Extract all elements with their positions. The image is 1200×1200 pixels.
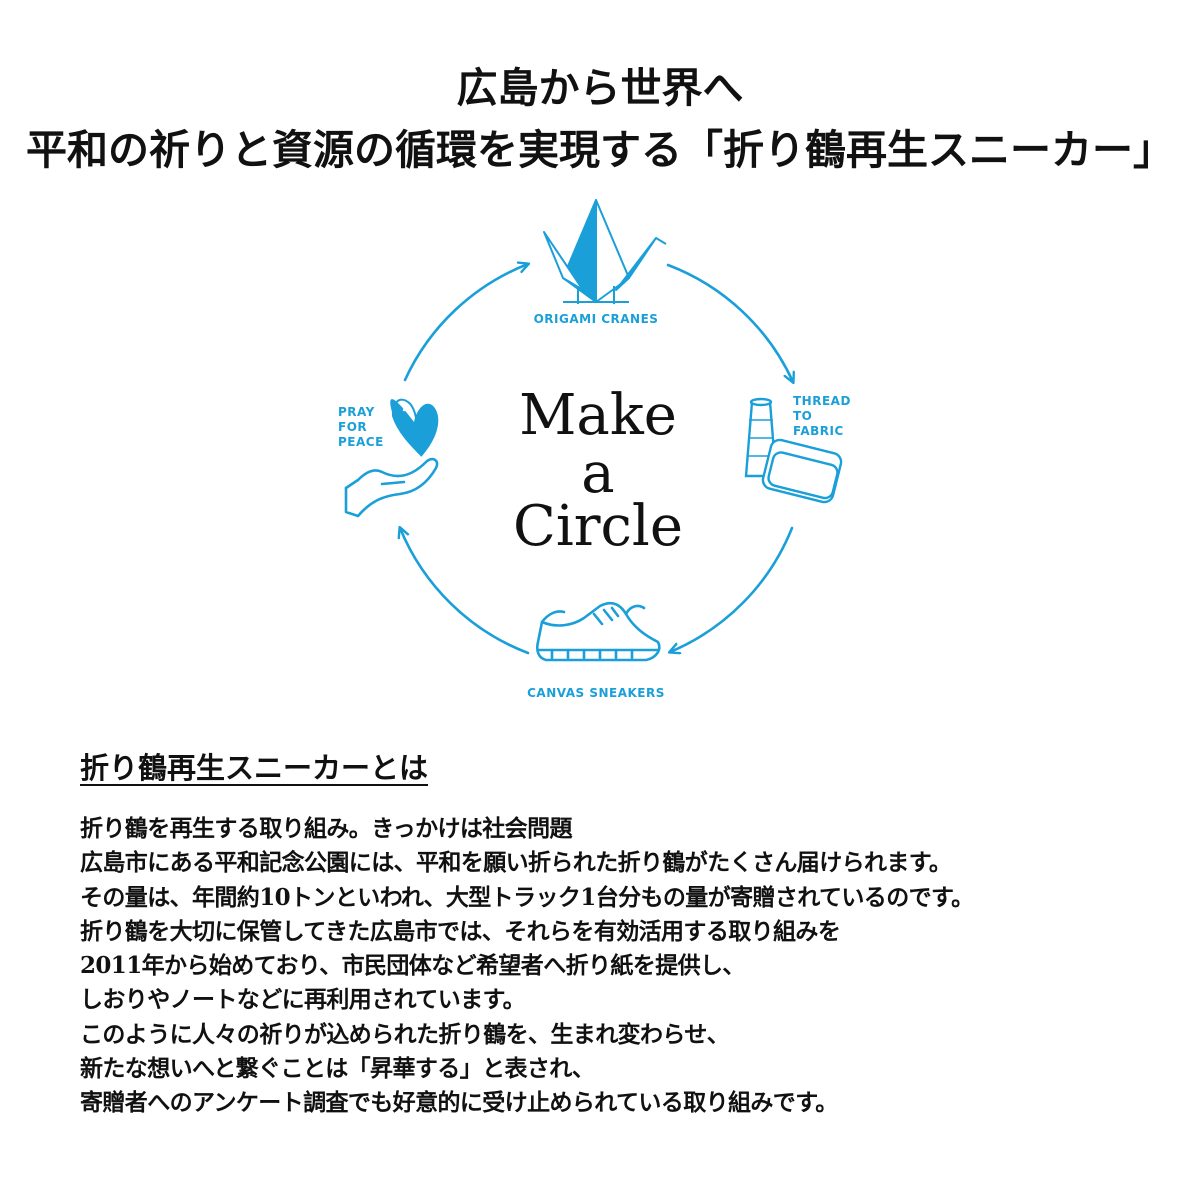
- arrow-thread-to-sneakers: [670, 526, 794, 652]
- arrow-cranes-to-thread: [666, 263, 793, 382]
- label-canvas-sneakers: CANVAS SNEAKERS: [527, 686, 665, 700]
- body-line: 折り鶴を大切に保管してきた広島市では、それらを有効活用する取り組みを: [80, 917, 841, 945]
- label-peace-line-3: PEACE: [338, 435, 384, 449]
- body-text: 折り鶴を再生する取り組み。きっかけは社会問題 広島市にある平和記念公園には、平和…: [80, 812, 1160, 1121]
- sneaker-icon: [535, 601, 661, 662]
- label-thread-line-3: FABRIC: [793, 424, 844, 438]
- body-line: 寄贈者へのアンケート調査でも好意的に受け止められている取り組みです。: [80, 1089, 838, 1117]
- hand-icon: [344, 457, 439, 518]
- label-thread-line-2: TO: [793, 409, 812, 423]
- body-line: 2011年から始めており、市民団体など希望者へ折り紙を提供し、: [80, 952, 745, 980]
- center-word-make: Make: [519, 383, 677, 448]
- label-peace-line-2: FOR: [338, 420, 367, 434]
- headline-line-2: 平和の祈りと資源の循環を実現する「折り鶴再生スニーカー」: [26, 126, 1174, 174]
- label-thread-line-1: THREAD: [793, 394, 851, 408]
- arrow-peace-to-cranes: [403, 264, 528, 382]
- heart-icon: [390, 398, 439, 457]
- body-line: 広島市にある平和記念公園には、平和を願い折られた折り鶴がたくさん届けられます。: [80, 849, 952, 877]
- body-line: しおりやノートなどに再利用されています。: [80, 986, 526, 1014]
- section-heading: 折り鶴再生スニーカーとは: [80, 751, 429, 785]
- label-peace-line-1: PRAY: [338, 405, 375, 419]
- headline-line-1: 広島から世界へ: [456, 64, 744, 112]
- origami-crane-icon: [543, 199, 667, 304]
- arrow-sneakers-to-peace: [400, 528, 530, 655]
- center-word-circle: Circle: [513, 494, 683, 559]
- body-line: このように人々の祈りが込められた折り鶴を、生まれ変わらせ、: [80, 1020, 730, 1048]
- body-line: 折り鶴を再生する取り組み。きっかけは社会問題: [80, 815, 572, 842]
- make-a-circle-diagram: ORIGAMI CRANES THREAD TO FABRIC PRAY FOR…: [338, 199, 851, 700]
- label-origami-cranes: ORIGAMI CRANES: [534, 312, 659, 326]
- body-line: 新たな想いへと繋ぐことは「昇華する」と表され、: [80, 1055, 595, 1083]
- center-word-a: a: [581, 441, 614, 506]
- body-line: その量は、年間約10トンといわれ、大型トラック1台分もの量が寄贈されているのです…: [80, 883, 974, 911]
- fabric-icon: [761, 438, 843, 504]
